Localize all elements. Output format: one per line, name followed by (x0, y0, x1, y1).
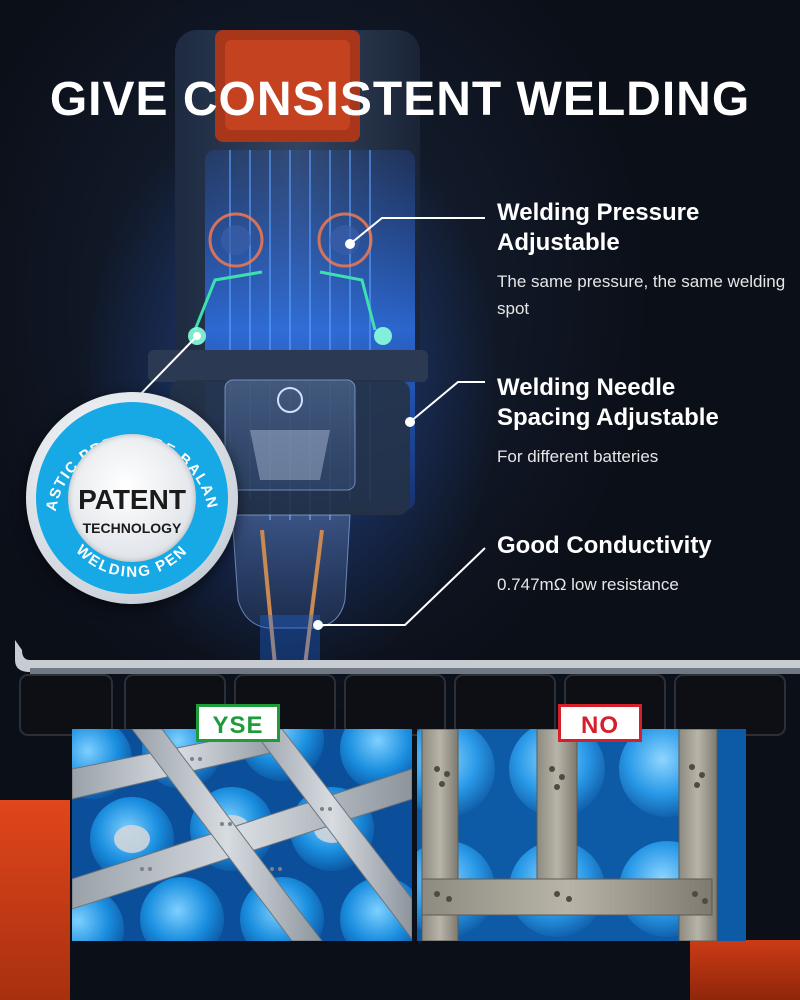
feature-heading: Welding Pressure Adjustable (497, 198, 787, 258)
feature-conductivity: Good Conductivity 0.747mΩ low resistance (497, 531, 787, 598)
good-result-tag: YSE (196, 704, 280, 742)
feature-description: For different batteries (497, 447, 659, 466)
badge-sub-text: TECHNOLOGY (82, 520, 182, 536)
good-weld-photo (72, 729, 412, 941)
feature-heading-line2: Adjustable (497, 229, 620, 256)
feature-heading: Good Conductivity (497, 531, 787, 561)
badge-main-text: PATENT (78, 484, 186, 515)
bad-result-tag: NO (558, 704, 642, 742)
device-base-right (690, 940, 800, 1000)
feature-heading: Welding Needle Spacing Adjustable (497, 373, 787, 433)
page-title: GIVE CONSISTENT WELDING (49, 73, 751, 126)
feature-description: The same pressure, the same welding spot (497, 272, 786, 318)
feature-heading-line1: Good Conductivity (497, 532, 712, 559)
feature-description: 0.747mΩ low resistance (497, 575, 679, 594)
patent-badge: ELASTIC PRESSURE BALANCE WELDING PEN PAT… (26, 392, 238, 604)
device-base-left (0, 800, 70, 1000)
feature-heading-line2: Spacing Adjustable (497, 404, 719, 431)
badge-inner-disc (68, 434, 196, 562)
feature-heading-line1: Welding Pressure (497, 199, 700, 226)
feature-spacing: Welding Needle Spacing Adjustable For di… (497, 373, 787, 470)
feature-pressure: Welding Pressure Adjustable The same pre… (497, 198, 787, 322)
bad-weld-photo (417, 729, 746, 941)
feature-heading-line1: Welding Needle (497, 374, 676, 401)
